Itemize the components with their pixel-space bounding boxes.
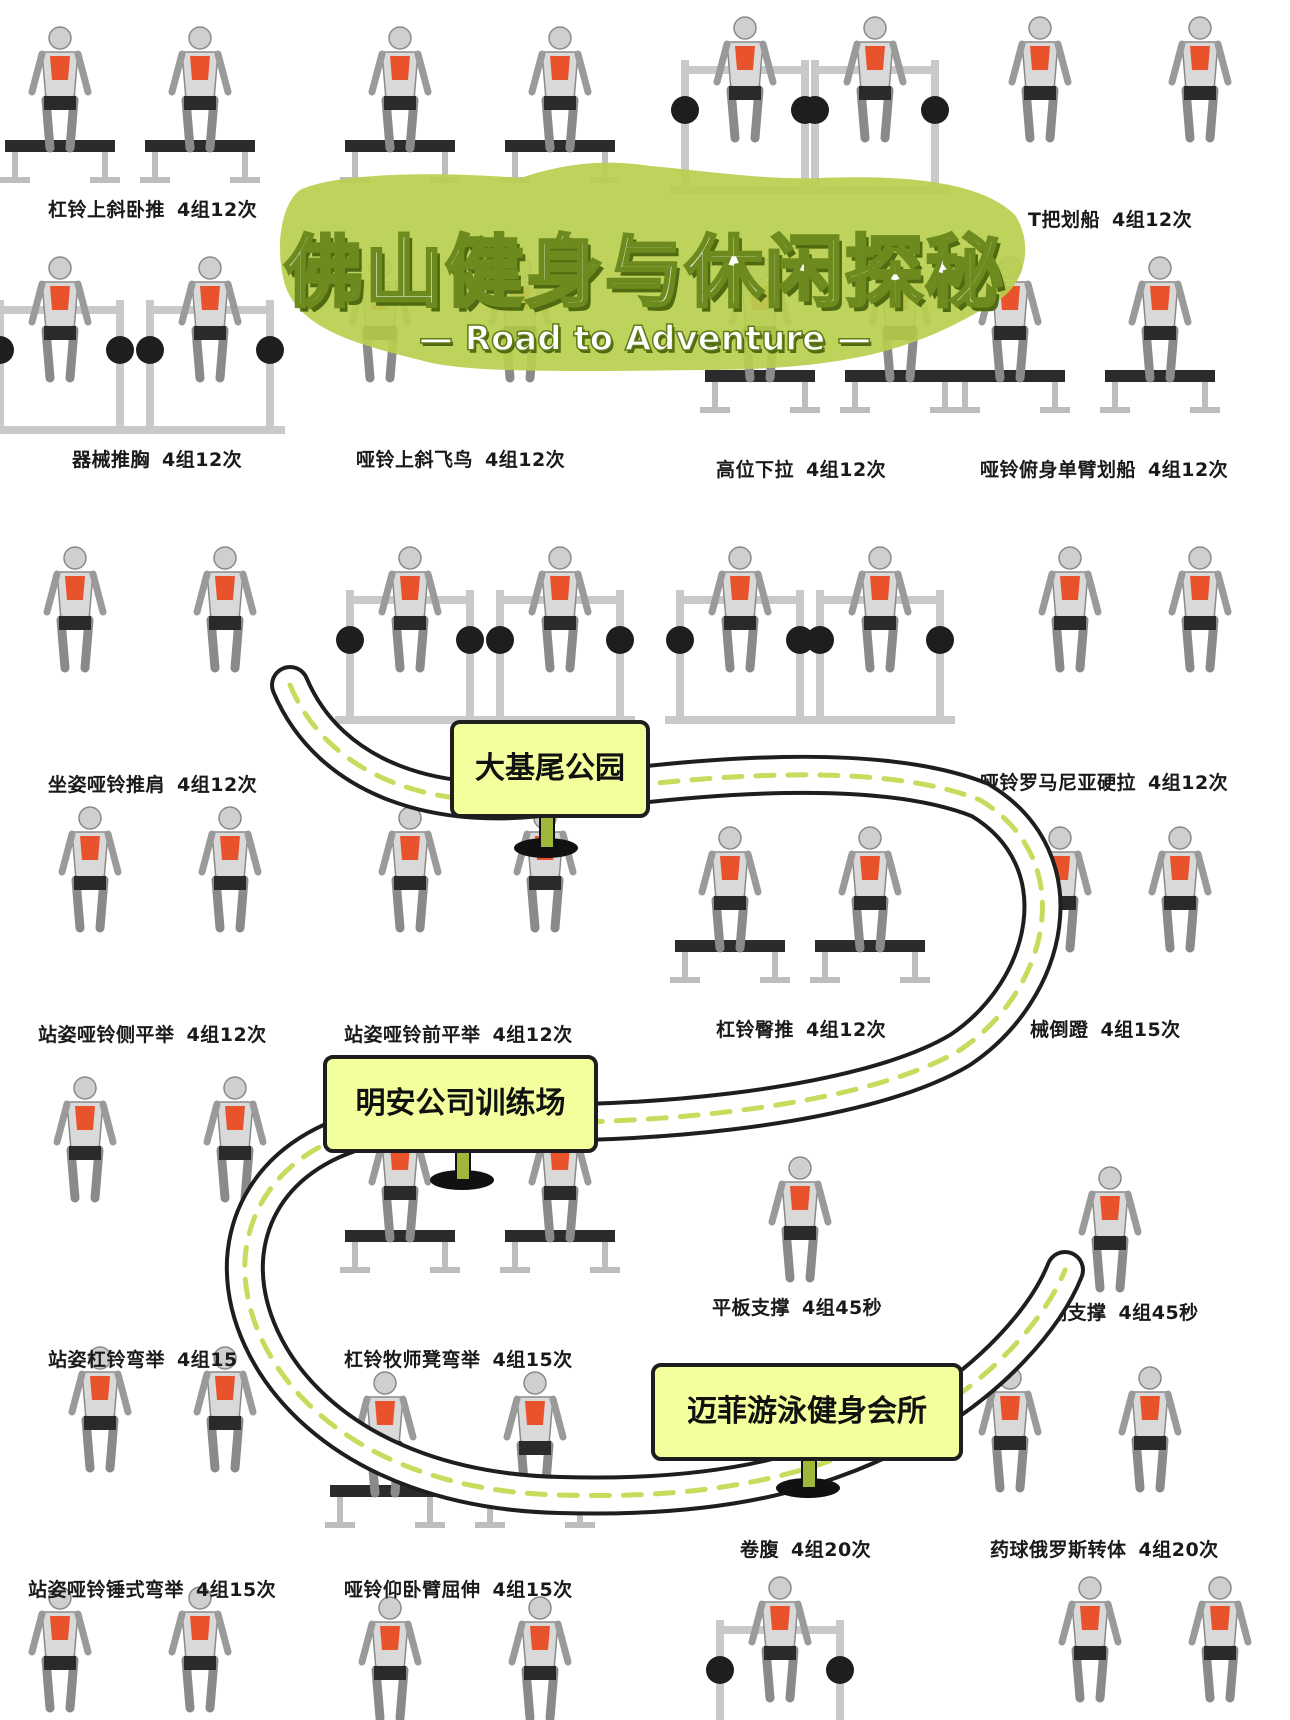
location-pin-maifei-swim-fitness-club[interactable]: 迈菲游泳健身会所 [651, 1363, 963, 1461]
exercise-name: 平板支撑 [712, 1297, 791, 1319]
exercise-label: 杠铃臀推 4组12次 [716, 1015, 886, 1042]
exercise-sets: 4组12次 [186, 1024, 267, 1046]
exercise-name: 杠铃臀推 [716, 1019, 795, 1041]
exercise-label: 杠铃上斜卧推 4组12次 [48, 195, 257, 222]
exercise-name: 坐姿哑铃推肩 [48, 774, 166, 796]
exercise-name: 哑铃上斜飞鸟 [356, 449, 474, 471]
exercise-label: 药球俄罗斯转体 4组20次 [990, 1535, 1219, 1562]
exercise-label: 站姿哑铃侧平举 4组12次 [38, 1020, 267, 1047]
exercise-sets: 4组20次 [791, 1539, 872, 1561]
exercise-label: 卷腹 4组20次 [740, 1535, 871, 1562]
exercise-sets: 4组12次 [1148, 459, 1229, 481]
exercise-name: 械倒蹬 [1030, 1019, 1089, 1041]
exercise-name: 站姿哑铃侧平举 [38, 1024, 175, 1046]
exercise-name: 哑铃俯身单臂划船 [980, 459, 1137, 481]
exercise-sets: 4组12次 [162, 449, 243, 471]
exercise-sets: 4组20次 [1138, 1539, 1219, 1561]
exercise-label: 器械推胸 4组12次 [72, 445, 242, 472]
exercise-name: 哑铃罗马尼亚硬拉 [980, 772, 1137, 794]
exercise-label: 坐姿哑铃推肩 4组12次 [48, 770, 257, 797]
exercise-label: 械倒蹬 4组15次 [1030, 1015, 1181, 1042]
exercise-sets: 4组15次 [492, 1349, 573, 1371]
exercise-label: T把划船 4组12次 [1028, 205, 1192, 232]
exercise-sets: 4组15次 [492, 1579, 573, 1601]
exercise-name: 药球俄罗斯转体 [990, 1539, 1127, 1561]
exercise-label: 站姿杠铃弯举 4组15 [48, 1345, 238, 1372]
exercise-name: 杠铃牧师凳弯举 [344, 1349, 481, 1371]
exercise-label: 平板支撑 4组45秒 [712, 1293, 882, 1320]
exercise-sets: 4组12次 [1111, 209, 1193, 231]
exercise-label: 站姿哑铃锤式弯举 4组15次 [28, 1575, 276, 1602]
exercise-sets: 4组12次 [177, 774, 258, 796]
exercise-label: 站姿哑铃前平举 4组12次 [344, 1020, 573, 1047]
page-title: 佛山健身与休闲探秘 [283, 227, 1005, 320]
exercise-sets: 4组12次 [1148, 772, 1229, 794]
exercise-sets: 4组12次 [177, 199, 258, 221]
exercise-name: T把划船 [1028, 209, 1100, 231]
exercise-name: 器械推胸 [72, 449, 151, 471]
exercise-label: 高位下拉 4组12次 [716, 455, 886, 482]
location-pin-mingan-training-ground[interactable]: 明安公司训练场 [323, 1055, 598, 1153]
exercise-label: 哑铃罗马尼亚硬拉 4组12次 [980, 768, 1228, 795]
page-subtitle: — Road to Adventure — [418, 318, 872, 360]
exercise-sets: 4组12次 [492, 1024, 573, 1046]
exercise-sets: 4组45秒 [1118, 1302, 1199, 1324]
exercise-sets: 4组12次 [806, 459, 887, 481]
exercise-sets: 4组12次 [806, 1019, 887, 1041]
location-pin-dajiwei-park[interactable]: 大基尾公园 [450, 720, 650, 818]
exercise-label: 哑铃俯身单臂划船 4组12次 [980, 455, 1228, 482]
pin-stand [430, 1144, 494, 1190]
exercise-label: 杠铃牧师凳弯举 4组15次 [344, 1345, 573, 1372]
exercise-name: 站姿哑铃锤式弯举 [28, 1579, 185, 1601]
exercise-sets: 4组15 [177, 1349, 238, 1371]
exercise-sets: 4组15次 [196, 1579, 277, 1601]
exercise-label: 哑铃仰卧臂屈伸 4组15次 [344, 1575, 573, 1602]
exercise-sets: 4组15次 [1100, 1019, 1181, 1041]
exercise-name: 杠铃上斜卧推 [48, 199, 166, 221]
exercise-name: 卷腹 [740, 1539, 780, 1561]
exercise-label: 哑铃上斜飞鸟 4组12次 [356, 445, 565, 472]
exercise-name: 哑铃仰卧臂屈伸 [344, 1579, 481, 1601]
exercise-name: 站姿杠铃弯举 [48, 1349, 166, 1371]
exercise-name: 高位下拉 [716, 459, 795, 481]
exercise-sets: 4组45秒 [802, 1297, 883, 1319]
exercise-name: 站姿哑铃前平举 [344, 1024, 481, 1046]
exercise-sets: 4组12次 [485, 449, 566, 471]
